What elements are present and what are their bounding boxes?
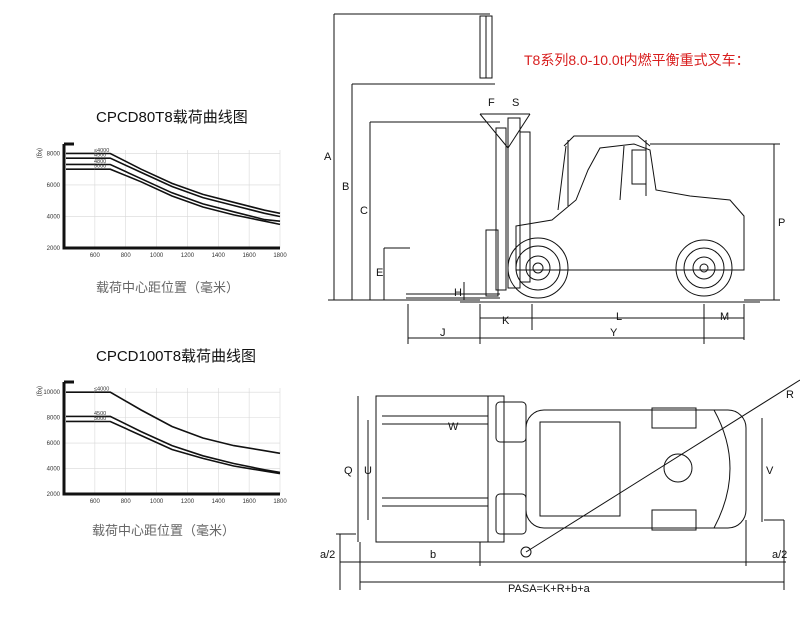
top-view-drawing: R W Q U V a/2 b a/2 PASA=K+R+b+a	[320, 379, 800, 595]
chart2-ytick: 8000	[47, 416, 61, 422]
chart1-ylabel: (kg)	[36, 148, 42, 158]
dim-r-label: R	[786, 389, 794, 401]
chart2-ytick: 10000	[43, 390, 60, 396]
chart2-series-1	[94, 415, 281, 474]
dim-a-half-left-label: a/2	[320, 549, 335, 561]
dim-s-label: S	[512, 97, 519, 109]
chart1-series-label: 5000	[94, 164, 106, 170]
dim-v-label: V	[766, 465, 774, 477]
chart2-xtick: 1800	[273, 499, 287, 505]
chart2-xlabel: 载荷中心距位置（毫米）	[92, 523, 236, 538]
chart1-load-curve: (kg) 8000 6000 4000 2000 600 800 1000 1200 1400 16…	[36, 142, 287, 259]
chart1-xtick: 1400	[212, 253, 226, 259]
chart2-ytick: 6000	[47, 441, 61, 447]
chart1-title: CPCD80T8载荷曲线图	[96, 109, 248, 126]
chart1-xtick: 1800	[273, 253, 287, 259]
chart2-series-label: ≤4000	[94, 387, 109, 393]
dim-k-label: K	[502, 315, 510, 327]
chart1-ytick: 2000	[47, 246, 61, 252]
chart2-axis	[62, 382, 280, 496]
dim-b-label: B	[342, 181, 349, 193]
side-view-drawing: A B C E F S H J K L M Y P	[324, 13, 785, 344]
chart1-xlabel: 载荷中心距位置（毫米）	[96, 280, 240, 295]
chart1-xtick: 800	[121, 253, 132, 259]
chart2-ytick: 2000	[47, 492, 61, 498]
chart2-ylabel: (kg)	[36, 386, 42, 396]
dim-p-label: P	[778, 217, 785, 229]
dim-l-label: L	[616, 311, 622, 323]
chart2-series-label: 5000	[94, 416, 106, 422]
chart1-series-1	[94, 157, 281, 218]
dim-y-label: Y	[610, 327, 618, 339]
chart1-series-label: 4800	[94, 159, 106, 165]
chart2-xtick: 1000	[150, 499, 164, 505]
chart2-xtick: 1400	[212, 499, 226, 505]
series-title: T8系列8.0-10.0t内燃平衡重式叉车：	[524, 52, 750, 68]
pasa-formula: PASA=K+R+b+a	[508, 583, 591, 595]
dim-a-half-right-label: a/2	[772, 549, 787, 561]
chart2-ytick: 4000	[47, 467, 61, 473]
chart2-xtick: 1600	[242, 499, 256, 505]
dim-m-label: M	[720, 311, 729, 323]
dim-q-label: Q	[344, 465, 353, 477]
chart1-series-0	[94, 152, 281, 215]
chart2-series-2	[94, 420, 281, 475]
chart1-series-2	[94, 163, 281, 222]
chart1-series-3	[94, 168, 281, 226]
chart1-xtick: 1200	[181, 253, 195, 259]
chart2-load-curve: (kg)10000 8000 6000 4000 2000 600 800 1000 1200 1…	[36, 380, 287, 505]
dim-e-label: E	[376, 267, 383, 279]
chart2-grid	[64, 388, 281, 495]
chart2-series-0	[94, 391, 281, 455]
dim-c-label: C	[360, 205, 368, 217]
chart1-ytick: 6000	[47, 183, 61, 189]
dim-b-label: b	[430, 549, 436, 561]
dim-a-label: A	[324, 151, 332, 163]
dim-w-label: W	[448, 421, 459, 433]
chart1-xtick: 1000	[150, 253, 164, 259]
chart2-series-label: 4500	[94, 411, 106, 417]
dim-j-label: J	[440, 327, 446, 339]
chart2-title: CPCD100T8载荷曲线图	[96, 348, 257, 365]
chart1-ytick: 4000	[47, 214, 61, 220]
dim-u-label: U	[364, 465, 372, 477]
chart1-series-label: ≤4000	[94, 148, 109, 154]
chart1-ytick: 8000	[47, 151, 61, 157]
chart1-xtick: 1600	[242, 253, 256, 259]
chart2-xtick: 600	[90, 499, 101, 505]
dim-h-label: H	[454, 287, 462, 299]
chart1-axis	[62, 144, 280, 250]
chart2-xtick: 1200	[181, 499, 195, 505]
chart2-xtick: 800	[121, 499, 132, 505]
chart1-series-label: 4500	[94, 153, 106, 159]
chart1-xtick: 600	[90, 253, 101, 259]
dim-f-label: F	[488, 97, 495, 109]
